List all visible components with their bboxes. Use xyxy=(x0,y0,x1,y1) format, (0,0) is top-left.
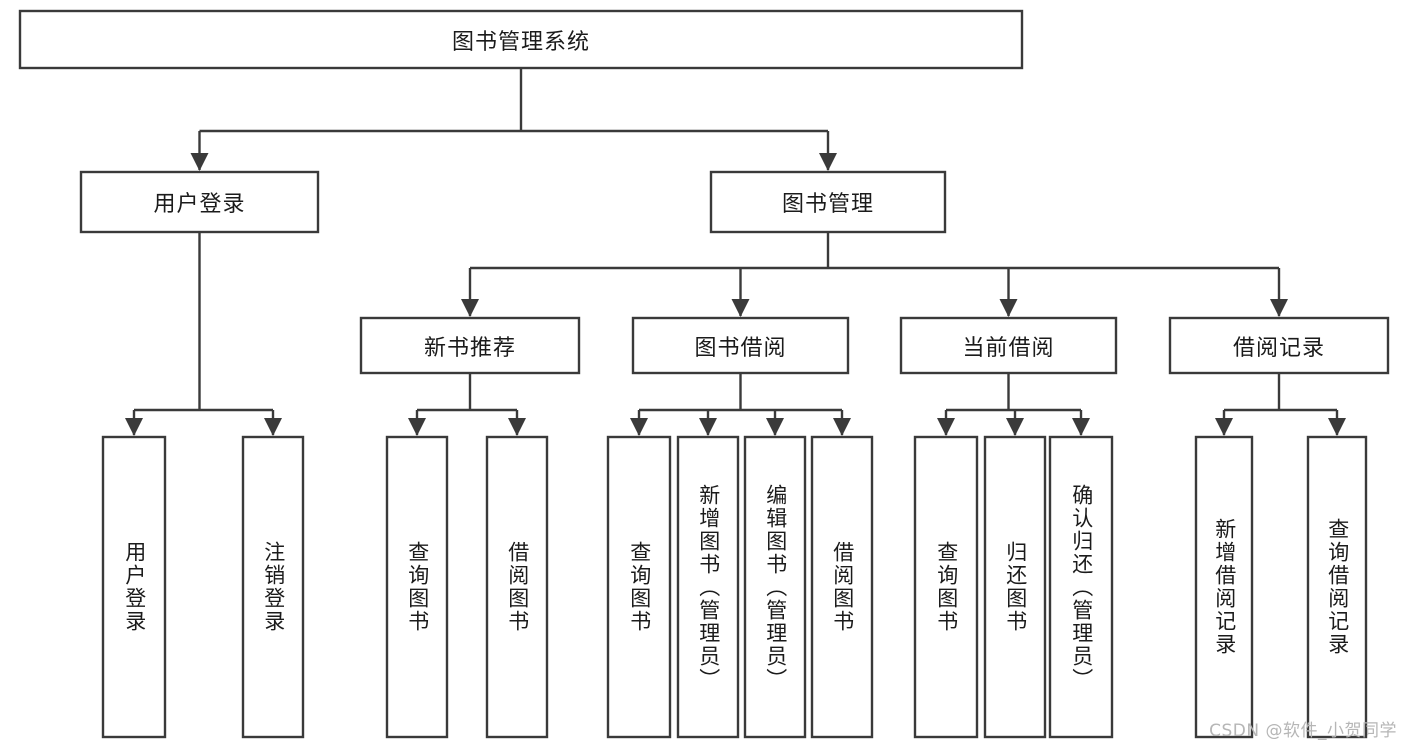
arrow-head-new-book-rec-1 xyxy=(508,418,526,436)
node-box-leaf-query-book-3[interactable] xyxy=(913,435,979,739)
arrow-head-borrow-record-0 xyxy=(1215,418,1233,436)
arrow-head-borrow-record-1 xyxy=(1328,418,1346,436)
connector-lines xyxy=(125,68,1346,436)
node-box-leaf-borrow-book-1[interactable] xyxy=(485,435,549,739)
arrow-head-book-borrow-1 xyxy=(699,418,717,436)
node-box-leaf-edit-book[interactable] xyxy=(743,435,807,739)
node-box-leaf-user-logout[interactable] xyxy=(241,435,305,739)
arrow-head-new-book-rec-0 xyxy=(408,418,426,436)
node-box-current-borrow[interactable] xyxy=(899,316,1118,375)
node-box-borrow-record[interactable] xyxy=(1168,316,1390,375)
arrow-head-root-0 xyxy=(190,153,209,171)
arrow-head-book-manage-1 xyxy=(731,299,750,317)
arrow-head-user-login-0 xyxy=(125,418,143,436)
arrow-head-book-borrow-3 xyxy=(833,418,851,436)
arrow-head-book-manage-3 xyxy=(1270,299,1288,317)
node-boxes xyxy=(18,9,1390,739)
arrow-head-book-manage-0 xyxy=(461,299,479,317)
node-box-book-borrow[interactable] xyxy=(631,316,850,375)
node-box-root[interactable] xyxy=(18,9,1024,70)
arrow-head-current-borrow-1 xyxy=(1006,418,1024,436)
arrow-head-book-manage-2 xyxy=(999,299,1018,317)
node-box-leaf-user-login[interactable] xyxy=(101,435,167,739)
node-box-leaf-add-book[interactable] xyxy=(676,435,740,739)
node-box-leaf-borrow-book-2[interactable] xyxy=(810,435,874,739)
arrow-head-book-borrow-2 xyxy=(766,418,784,436)
node-box-new-book-rec[interactable] xyxy=(359,316,581,375)
node-box-leaf-query-book-1[interactable] xyxy=(385,435,449,739)
node-box-user-login[interactable] xyxy=(79,170,320,234)
arrow-head-root-1 xyxy=(819,153,837,171)
arrow-head-book-borrow-0 xyxy=(630,418,648,436)
arrow-head-current-borrow-2 xyxy=(1072,418,1090,436)
node-box-book-manage[interactable] xyxy=(709,170,947,234)
node-box-leaf-query-book-2[interactable] xyxy=(606,435,672,739)
arrow-head-current-borrow-0 xyxy=(937,418,955,436)
arrow-head-user-login-1 xyxy=(264,418,282,436)
node-box-leaf-query-record[interactable] xyxy=(1306,435,1368,739)
watermark-text: CSDN @软件_小贺同学 xyxy=(1209,721,1397,741)
node-box-leaf-confirm-return[interactable] xyxy=(1048,435,1114,739)
node-box-leaf-return-book[interactable] xyxy=(983,435,1047,739)
node-box-leaf-add-record[interactable] xyxy=(1194,435,1254,739)
